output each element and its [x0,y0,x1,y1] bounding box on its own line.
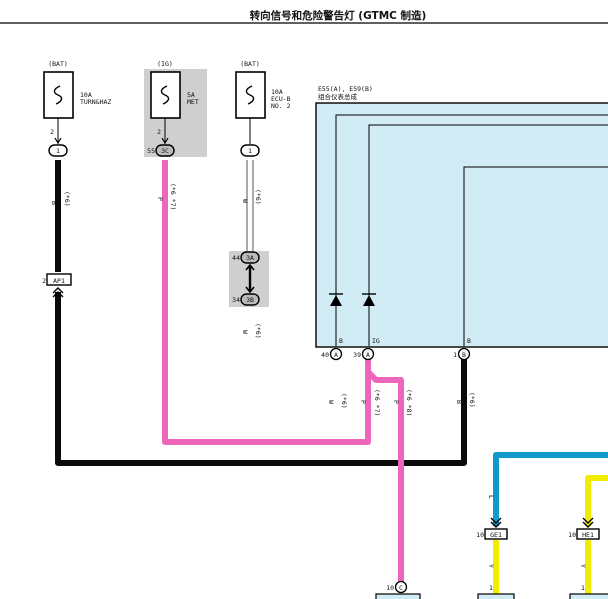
wire-label-turn-black: B (*6) [50,191,71,207]
wire-blue [493,452,608,599]
cluster-pin-39a: 39 A [353,347,375,361]
connector-ecu-b-label: 1 [248,147,252,155]
wire-black-turn-haz [55,160,467,466]
combination-meter-assembly: E55(A), E59(B) 组合仪表总成 B IG B [315,85,608,348]
fuse-turn-haz: (BAT) 10A TURN&HAZ 2 1 [43,60,111,157]
fuse-turn-haz-pin: 2 [50,128,54,136]
fuse-turn-haz-name: TURN&HAZ [80,98,111,106]
connector-3c [155,144,175,157]
wire-color-y1: Y [487,564,495,568]
connector-he1-code: HE1 [582,531,594,539]
fuse-ecu-b-rating: 10A [271,88,283,96]
fuse-met-name: MET [187,98,199,106]
wire-label-ig-pink-b: P (*6 *8) [392,389,413,416]
fuse-met-conn-pin: 55 [147,147,155,155]
wire-note-w3: (*6) [340,393,348,409]
wire-label-b-black: B (*6) [455,392,476,408]
connector-3c-label: 3C [161,147,169,155]
connector-ap1-code: AP1 [53,277,65,285]
cluster-pin-label-ig: IG [372,337,380,345]
wire-color-l: L [487,495,495,499]
wire-label-ig-pink-a: P (*6 *7) [359,389,381,416]
wire-note-b2: (*6) [468,392,476,408]
connector-3b-code: 3B [246,296,254,304]
fuse-met-supply: (IG) [157,60,173,68]
connector-bottom-c: 10 C [375,580,421,599]
bottom-pin-he1: 1 [581,584,585,592]
connector-3a-3b: 44 3A 34 3B [229,251,269,307]
component-box-bottom: 1 1 [477,584,608,599]
connector-ecu-b [240,144,260,157]
cluster-codes: E55(A), E59(B) [318,85,373,93]
wire-label-blue: L [487,495,495,499]
diode-symbol [329,293,343,306]
cluster-pin-39-num: 39 [353,351,361,359]
wire-color-p3: P [392,400,400,404]
diode-symbol [362,293,376,306]
wire-note-p2: (*6 *7) [373,389,381,416]
connector-bottom-pin: 10 [386,584,394,592]
fuse-turn-haz-rating: 10A [80,91,92,99]
connector-ge1-pin: 10 [476,531,484,539]
fuse-ecu-b-name-1: ECU-B [271,95,291,103]
wire-yellow [585,475,608,599]
connector-ge1-code: GE1 [490,531,502,539]
cluster-pin-40-conn: A [334,351,338,359]
connector-3b-pin: 34 [232,296,240,304]
connector-turn-haz [48,144,68,157]
fuse-met-rating: 5A [187,91,195,99]
cluster-pin-1-conn: B [462,351,466,359]
wire-color-w3: W [327,400,335,404]
fuse-met: (IG) 5A MET 2 55 3C [144,60,207,157]
cluster-pin-40a: 40 A [321,347,343,361]
wire-color-p2: P [359,400,367,404]
connector-ge1: 10 GE1 [476,517,508,540]
wire-color-w2: W [241,330,249,334]
wire-note-p1: (*6 *7) [169,183,177,210]
cluster-pin-1-num: 1 [453,351,457,359]
connector-turn-haz-label: 1 [56,147,60,155]
wire-note-w2: (*6) [254,323,262,339]
diagram-title: 转向信号和危险警告灯 (GTMC 制造) [250,9,427,22]
wire-color-w1: W [241,199,249,203]
wire-label-yellow-ge1: Y [487,564,495,568]
wire-label-ecu-white-return: W (*6) [327,393,348,409]
wire-note-b1: (*6) [63,191,71,207]
wire-label-met-pink: P (*6 *7) [156,183,177,210]
wire-note-w1: (*6) [254,189,262,205]
connector-3a-code: 3A [246,254,254,262]
fuse-ecu-b-no2: (BAT) 10A ECU-B NO. 2 1 [235,60,291,157]
bottom-pin-ge1: 1 [489,584,493,592]
cluster-pin-label-b2: B [467,337,471,345]
connector-ap1: 2 AP1 [42,273,72,298]
cluster-pin-1b: 1 B [453,347,471,361]
connector-ap1-pin: 2 [42,277,46,285]
fuse-turn-haz-supply: (BAT) [48,60,68,68]
wire-label-ecu-white-lower: W (*6) [241,323,262,339]
cluster-name: 组合仪表总成 [318,92,358,101]
connector-3a-pin: 44 [232,254,240,262]
wire-color-y2: Y [579,564,587,568]
cluster-pin-39-conn: A [366,351,370,359]
connector-bottom-code: C [399,584,403,592]
wire-label-yellow-he1: Y [579,564,587,568]
fuse-ecu-b-name-2: NO. 2 [271,102,291,110]
wire-color-p1: P [156,197,164,201]
cluster-pin-label-b1: B [339,337,343,345]
wire-color-b1: B [50,201,58,205]
wire-label-ecu-white-upper: W (*6) [241,189,262,205]
fuse-met-pin: 2 [157,128,161,136]
wire-color-b2: B [455,400,463,404]
fuse-ecu-b-supply: (BAT) [240,60,260,68]
wire-pink-met [162,160,404,585]
cluster-pin-40-num: 40 [321,351,329,359]
connector-he1: 10 HE1 [568,517,600,540]
wire-note-p3: (*6 *8) [405,389,413,416]
connector-he1-pin: 10 [568,531,576,539]
